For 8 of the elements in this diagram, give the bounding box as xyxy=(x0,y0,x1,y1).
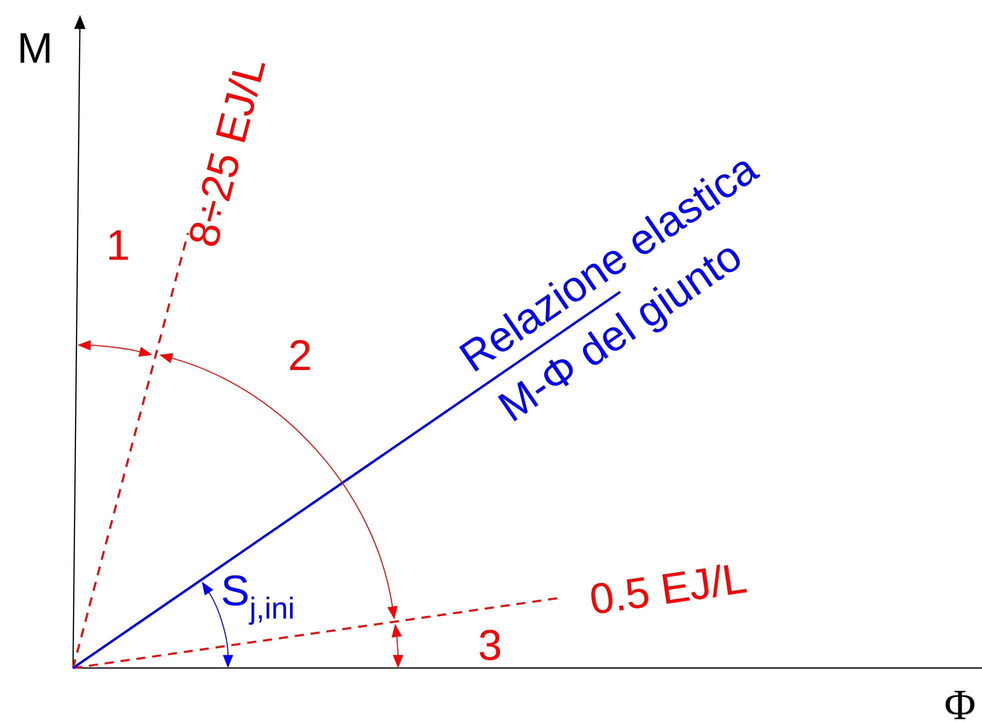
axis-label: M xyxy=(20,33,50,63)
slope-label: 8÷25 EJ/L xyxy=(190,63,266,246)
stiffness-label: S$_{j,ini}$ xyxy=(222,575,293,625)
region-number: 3 xyxy=(480,630,500,660)
region-number: 1 xyxy=(109,230,128,260)
axis-label: Φ xyxy=(946,690,974,720)
slope-label: 0.5 EJ/L xyxy=(591,564,747,614)
region-number: 2 xyxy=(290,340,310,370)
